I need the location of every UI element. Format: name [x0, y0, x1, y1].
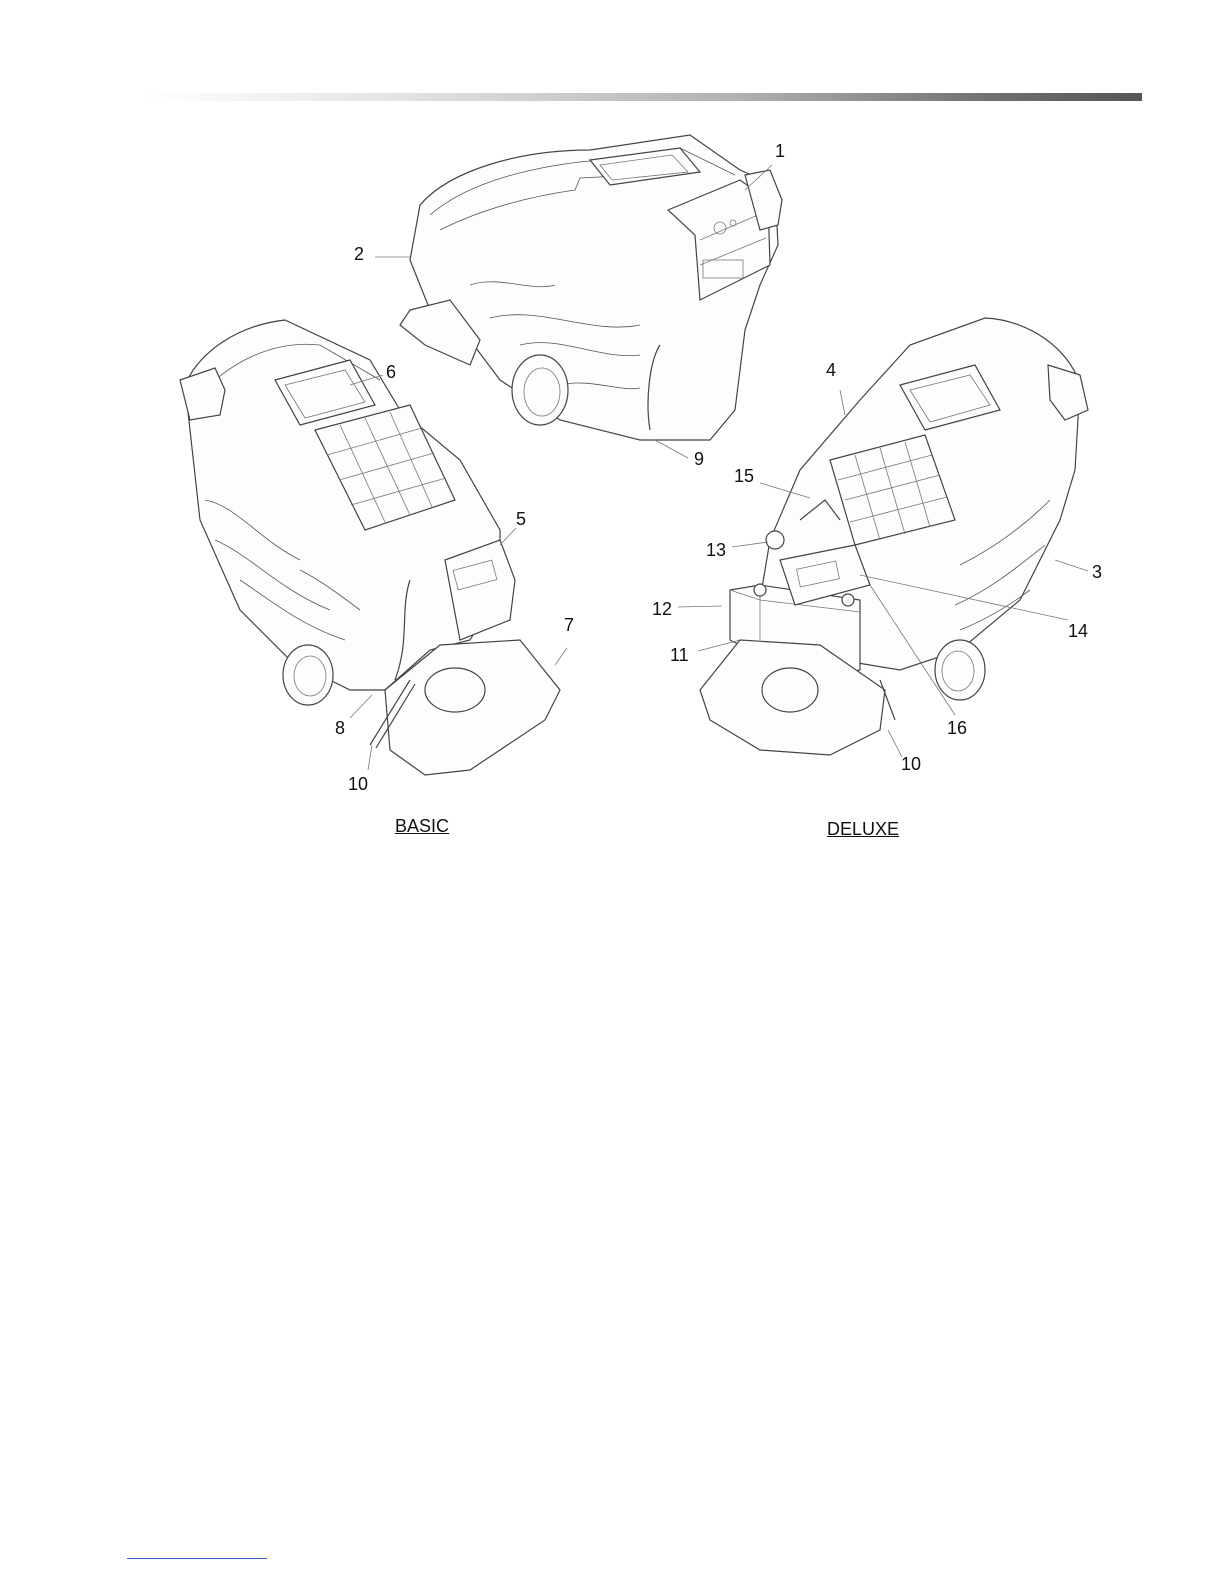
- callout-14: 14: [1068, 622, 1088, 640]
- caption-deluxe: DELUXE: [827, 819, 899, 840]
- callout-9: 9: [694, 450, 704, 468]
- callout-4: 4: [826, 361, 836, 379]
- machine-top-view: [400, 135, 782, 440]
- callout-11: 11: [670, 646, 689, 664]
- footer-rule: [127, 1558, 267, 1559]
- callout-13: 13: [706, 541, 726, 559]
- callout-16: 16: [947, 719, 967, 737]
- callout-8: 8: [335, 719, 345, 737]
- callout-10-deluxe: 10: [901, 755, 921, 773]
- machine-deluxe: [700, 318, 1088, 755]
- callout-10-basic: 10: [348, 775, 368, 793]
- callout-15: 15: [734, 467, 754, 485]
- callout-12: 12: [652, 600, 672, 618]
- callout-5: 5: [516, 510, 526, 528]
- caption-basic: BASIC: [395, 816, 449, 837]
- callout-1: 1: [775, 142, 785, 160]
- callout-6: 6: [386, 363, 396, 381]
- callout-7: 7: [564, 616, 574, 634]
- callout-3: 3: [1092, 563, 1102, 581]
- machine-basic: [180, 320, 560, 775]
- machine-illustrations: [0, 0, 1224, 900]
- callout-2: 2: [354, 245, 364, 263]
